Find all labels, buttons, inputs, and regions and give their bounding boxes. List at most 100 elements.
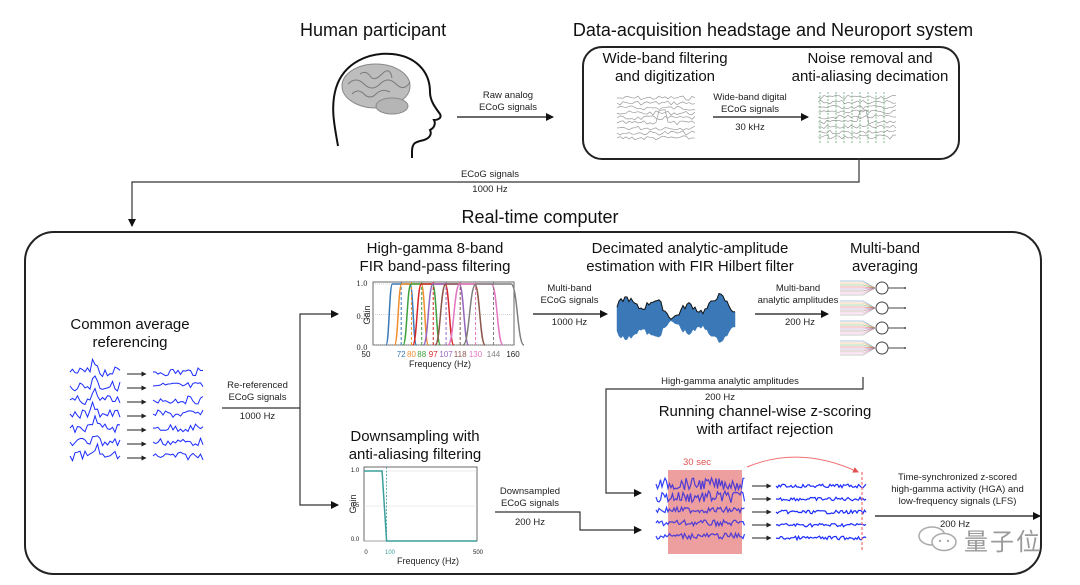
raw-trace <box>616 109 696 126</box>
amplitude-envelope <box>616 292 736 320</box>
hg-amplitudes-label: High-gamma analytic amplitudes <box>661 376 799 387</box>
raw-trace <box>616 100 696 106</box>
lowpass-ytick-0: 0.0 <box>350 537 360 543</box>
band-tick-label-118: 118 <box>454 350 467 359</box>
band-line <box>840 322 876 329</box>
zscore-input-trace <box>655 505 745 515</box>
raw-trace <box>616 105 696 111</box>
band-line <box>840 347 876 350</box>
band-line <box>840 307 876 314</box>
band-line <box>840 342 876 349</box>
car-output-traces <box>152 367 204 461</box>
bandpass-ytick-1: 1.0 <box>356 280 368 288</box>
sum-output-dot <box>904 327 906 329</box>
referenced-ecog-trace <box>152 436 204 447</box>
ecog-to-computer-connector <box>128 158 860 227</box>
band-line <box>840 306 876 309</box>
band-line <box>840 284 876 289</box>
referenced-ecog-trace <box>152 382 204 389</box>
lowpass-xlabel: Frequency (Hz) <box>396 556 459 566</box>
decimated-traces <box>817 92 897 144</box>
car-arrows <box>127 371 147 461</box>
wideband-digital-label: Wide-band digital ECoG signals <box>713 92 787 115</box>
band-tick-label-107: 107 <box>439 350 453 359</box>
stage-wideband-title: Wide-band filtering and digitization <box>602 50 728 85</box>
multiband-amplitude-label: Multi-band analytic amplitudes <box>757 283 839 306</box>
band-tick-label-80: 80 <box>407 350 416 359</box>
downsampled-label: Downsampled ECoG signals <box>499 486 561 509</box>
watermark: 量子位 <box>918 524 1058 556</box>
band-line <box>840 327 876 330</box>
band-line <box>840 324 876 329</box>
band-line <box>840 340 876 349</box>
lowpass-ytick-1: 1.0 <box>350 468 360 474</box>
car-input-traces <box>69 357 121 462</box>
zscore-output-trace <box>775 522 867 528</box>
band-line <box>840 287 876 296</box>
band-line <box>840 326 876 329</box>
rejection-window-tint <box>668 470 742 554</box>
zscore-graphic <box>655 456 867 554</box>
multiband-averaging-graphic <box>840 280 906 356</box>
hg-amplitudes-rate: 200 Hz <box>704 392 736 403</box>
raw-trace <box>616 115 696 120</box>
referenced-ecog-trace <box>152 451 204 461</box>
zscore-output-trace <box>775 496 867 502</box>
multiband-ecog-label: Multi-band ECoG signals <box>540 283 599 306</box>
band-line <box>840 280 876 289</box>
lowpass-xtick-500: 500 <box>472 550 483 556</box>
bandpass-ytick-0: 0.0 <box>356 344 368 352</box>
lowpass-axes <box>363 466 478 542</box>
decimated-trace <box>817 124 897 129</box>
band-line <box>840 347 876 352</box>
decimated-trace <box>817 109 897 125</box>
decimated-trace <box>817 109 897 115</box>
multiband-amplitude-rate: 200 Hz <box>784 317 816 328</box>
raw-ecog-trace <box>69 435 121 447</box>
lowpass-xtick-100: 100 <box>384 550 395 556</box>
bandpass-xtick-min: 50 <box>361 350 371 359</box>
lowpass-ytick-05: 0.5 <box>350 503 360 509</box>
sum-node <box>875 321 889 335</box>
band-line <box>840 344 876 349</box>
band-line <box>840 346 876 349</box>
bandpass-title: High-gamma 8-band FIR band-pass filterin… <box>359 240 511 275</box>
averaging-title: Multi-band averaging <box>849 240 921 275</box>
bandpass-xtick-max: 160 <box>506 350 520 359</box>
band-line <box>840 347 876 356</box>
acquisition-title: Data-acquisition headstage and Neuroport… <box>572 20 974 40</box>
band-line <box>840 302 876 309</box>
raw-ecog-trace <box>69 387 121 406</box>
band-line <box>840 286 876 289</box>
ecog-signals-rate: 1000 Hz <box>472 184 508 195</box>
band-line <box>840 307 876 316</box>
raw-trace <box>616 110 696 116</box>
zscore-output-rate: 200 Hz <box>939 519 971 530</box>
car-title: Common average referencing <box>70 316 190 351</box>
band-tick-label-72: 72 <box>397 350 406 359</box>
zscore-window-label: 30 sec <box>683 457 711 468</box>
referenced-ecog-trace <box>152 409 204 419</box>
human-participant-title: Human participant <box>300 20 447 40</box>
downsampled-rate: 200 Hz <box>514 517 546 528</box>
zscore-output-trace <box>775 534 867 542</box>
realtime-computer-title: Real-time computer <box>461 207 619 227</box>
decimated-trace <box>817 134 896 140</box>
band-tick-label-97: 97 <box>429 350 438 359</box>
stage-noise-removal-title: Noise removal and anti-aliasing decimati… <box>791 50 949 85</box>
zscore-input-trace <box>655 531 746 541</box>
band-line <box>840 320 876 329</box>
referenced-ecog-trace <box>153 367 203 377</box>
sum-node <box>875 301 889 315</box>
window-shift-arrow <box>746 456 859 473</box>
band-line <box>840 287 876 294</box>
to-bandpass-arrow <box>299 310 339 408</box>
zscore-input-trace <box>655 489 746 504</box>
band-tick-label-88: 88 <box>417 350 426 359</box>
raw-ecog-trace <box>69 357 121 378</box>
sum-output-dot <box>904 287 906 289</box>
sum-node <box>875 341 889 355</box>
wechat-icon <box>918 526 957 552</box>
realtime-computer-box <box>24 231 1042 575</box>
